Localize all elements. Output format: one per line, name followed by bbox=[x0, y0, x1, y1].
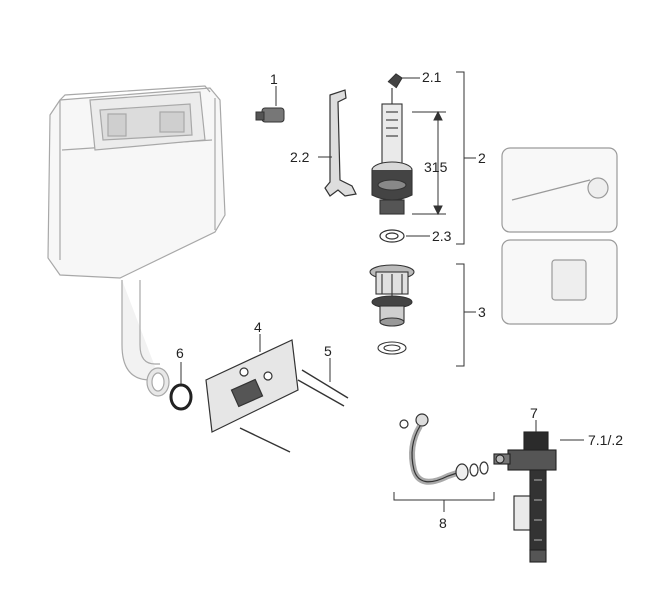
label-4: 4 bbox=[254, 319, 262, 335]
label-2-3: 2.3 bbox=[432, 228, 452, 244]
flush-plate-top bbox=[501, 147, 618, 233]
label-7: 7 bbox=[530, 405, 538, 421]
bracket-3 bbox=[456, 263, 476, 367]
part-5-bolts bbox=[239, 369, 349, 453]
flush-plate-bottom bbox=[501, 239, 618, 325]
bracket-8 bbox=[393, 492, 495, 512]
bracket-2 bbox=[456, 71, 476, 245]
label-3: 3 bbox=[478, 304, 486, 320]
label-5: 5 bbox=[324, 343, 332, 359]
part-7-fill-valve bbox=[493, 431, 557, 563]
label-2: 2 bbox=[478, 150, 486, 166]
part-8-hose bbox=[399, 413, 489, 485]
label-1: 1 bbox=[270, 71, 278, 87]
part-3-drain-valve bbox=[369, 264, 415, 355]
part-2-flush-valve bbox=[371, 73, 413, 215]
concealed-cistern bbox=[47, 85, 226, 397]
part-2-3-seal bbox=[379, 229, 405, 243]
part-4-mounting-plate bbox=[205, 339, 299, 433]
label-2-1: 2.1 bbox=[422, 69, 442, 85]
dimension-315-label: 315 bbox=[424, 159, 448, 175]
part-2-2-lever bbox=[324, 89, 357, 197]
label-8: 8 bbox=[439, 515, 447, 531]
label-2-2: 2.2 bbox=[290, 149, 310, 165]
label-7-1-2: 7.1/.2 bbox=[588, 432, 623, 448]
dimension-315 bbox=[412, 110, 446, 216]
label-6: 6 bbox=[176, 345, 184, 361]
part-1-valve bbox=[255, 86, 285, 123]
part-6-gasket bbox=[169, 383, 193, 411]
